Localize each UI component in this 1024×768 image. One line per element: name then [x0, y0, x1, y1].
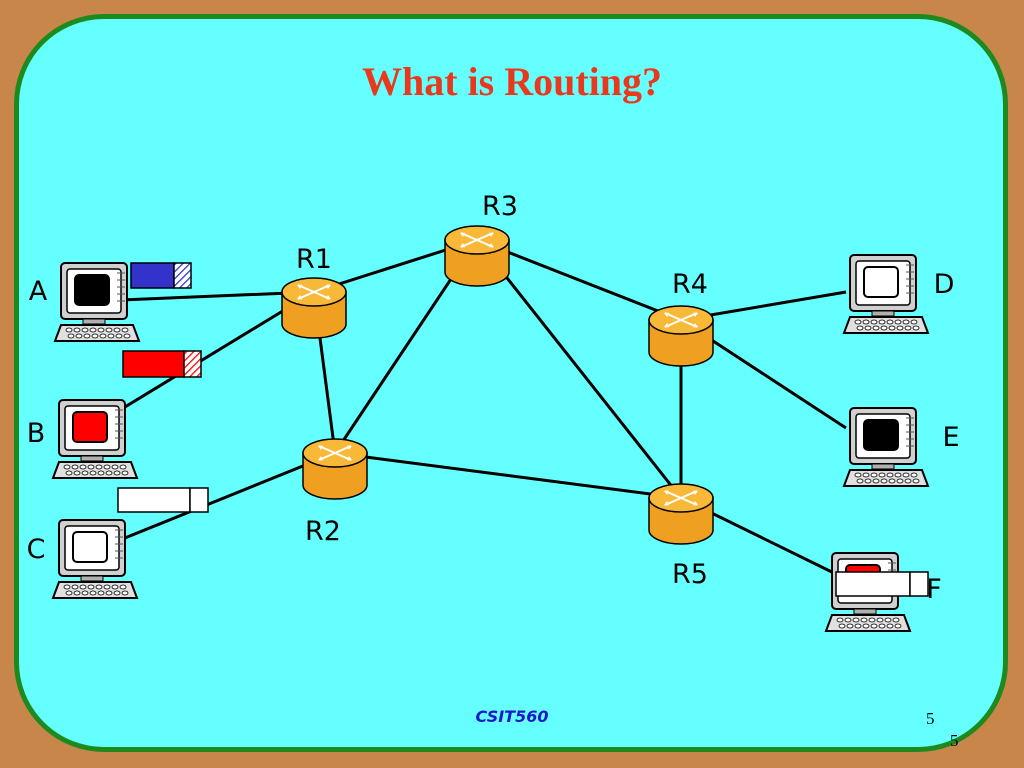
footer-label: CSIT560 — [475, 707, 549, 726]
packet-white-c — [117, 487, 209, 513]
router-label-r2: R2 — [305, 516, 341, 547]
hosts-layer: A B C D E F — [27, 254, 960, 632]
host-b — [51, 399, 139, 479]
page-number: 5 — [926, 709, 935, 728]
screen-c — [72, 531, 108, 563]
router-label-r5: R5 — [672, 559, 708, 590]
router-label-r4: R4 — [672, 269, 708, 300]
host-label-e: E — [942, 422, 959, 453]
router-label-r3: R3 — [482, 191, 518, 222]
screen-e — [863, 419, 899, 451]
router-arrows-icon — [664, 312, 698, 328]
router-r3 — [444, 225, 510, 287]
packets-layer — [117, 262, 929, 597]
router-label-r1: R1 — [296, 244, 332, 275]
router-r4 — [648, 305, 714, 367]
packet-white-f — [835, 571, 929, 597]
router-arrows-icon — [664, 490, 698, 506]
screen-b — [72, 411, 108, 443]
slide-title: What is Routing? — [361, 59, 663, 104]
page-number-repeat: 5 — [950, 731, 959, 750]
host-e — [842, 407, 930, 487]
host-d — [842, 254, 930, 334]
host-label-b: B — [27, 418, 46, 449]
link-r2-r5 — [334, 451, 682, 500]
host-label-c: C — [27, 534, 46, 565]
router-r1 — [281, 277, 347, 339]
screen-d — [863, 266, 899, 298]
router-r2 — [302, 438, 368, 500]
packet-blue — [130, 262, 192, 289]
router-arrows-icon — [318, 445, 352, 461]
host-label-f: F — [926, 574, 942, 605]
link-c-r2 — [119, 451, 336, 542]
router-arrows-icon — [460, 232, 494, 248]
screen-a — [74, 274, 110, 306]
host-label-a: A — [29, 276, 48, 307]
host-a — [53, 262, 141, 342]
router-r5 — [648, 483, 714, 545]
host-label-d: D — [934, 269, 955, 300]
host-c — [51, 519, 139, 599]
packet-red — [122, 350, 202, 378]
link-r3-r5 — [475, 239, 683, 499]
links-layer — [119, 238, 847, 578]
link-r3-r4 — [476, 238, 682, 322]
router-arrows-icon — [297, 284, 331, 300]
